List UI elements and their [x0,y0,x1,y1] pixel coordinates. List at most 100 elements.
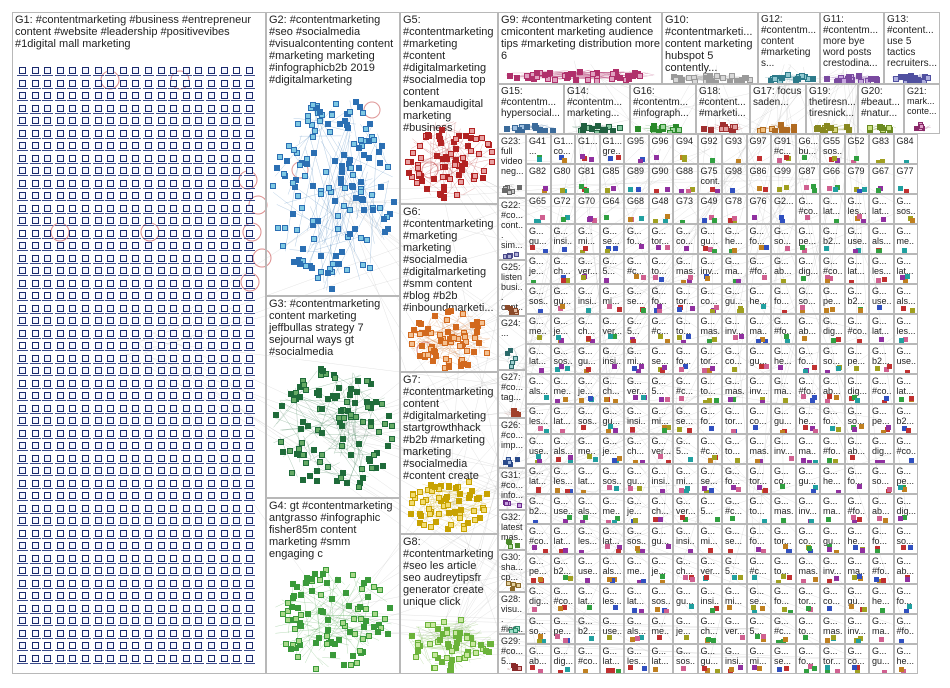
small-group-cell: G...insi... [624,404,649,434]
vertex-node [852,248,858,253]
vertex-node [802,635,808,641]
vertex-label-mark [42,150,54,151]
vertex-node [348,452,355,459]
vertex-label-mark [218,325,230,326]
vertex-node [298,204,305,211]
small-group-cell: G...fo... [673,344,698,374]
vertex-node [157,292,165,299]
vertex-label-mark [231,487,243,489]
vertex-node [208,67,215,74]
vertex-node [588,126,595,133]
vertex-node [831,155,837,161]
vertex-node [56,154,64,162]
vertex-node [31,267,39,274]
vertex-label-mark [92,375,104,376]
vertex-node [94,442,102,449]
vertex-node [772,76,779,83]
vertex-node [631,607,637,613]
vertex-node [195,629,203,637]
small-group-cell: G...#c... [771,614,796,644]
vertex-label-mark [218,437,230,439]
small-group-cell: G...mi... [624,344,649,374]
vertex-node [881,578,887,583]
vertex-node [731,366,737,372]
small-group-cell: G...ch... [697,614,722,644]
vertex-node [195,467,203,474]
small-group-label: G... [798,646,814,656]
vertex-node [752,664,758,670]
edge [461,618,463,657]
small-group-cell: G94 [673,134,698,164]
small-group-label: G... [798,586,814,596]
vertex-node [31,542,39,549]
vertex-node [701,126,708,133]
vertex-node [44,104,52,112]
small-group-keyword: tor... [798,596,817,606]
small-group-label: G... [823,256,838,266]
edge [463,502,477,524]
edge [285,409,363,438]
vertex-label-mark [67,337,79,339]
vertex-label-mark [17,87,28,89]
vertex-node [220,117,228,124]
vertex-label-mark [155,587,167,589]
small-group-cell: G...use... [599,614,624,644]
vertex-node [44,142,52,149]
small-group-label: G... [798,466,814,476]
vertex-label-mark [155,187,167,189]
edge [300,621,327,643]
vertex-node [157,429,165,437]
vertex-node [319,406,326,413]
edge [327,447,346,450]
vertex-node [363,236,370,243]
small-group-label: G78 [725,196,743,206]
vertex-node [31,567,39,574]
small-group-label: G... [553,286,569,296]
vertex-node [379,463,386,470]
edge [316,392,371,435]
vertex-node [604,397,610,403]
vertex-node [208,392,215,399]
vertex-node [157,217,165,224]
small-group-cell: G...#c... [648,314,673,344]
small-group-cell: G41... [526,134,551,164]
vertex-node [801,578,807,583]
vertex-node [408,340,415,347]
vertex-node [31,354,39,362]
vertex-node [94,504,102,512]
vertex-label-mark [17,250,28,251]
edge [440,137,465,194]
vertex-node [415,164,422,171]
vertex-node [408,632,415,639]
vertex-node [349,183,356,190]
vertex-label-mark [231,550,243,551]
vertex-label-mark [42,487,54,489]
small-group-cell: G...fo... [844,464,869,494]
small-group-cell: G...co... [697,284,722,314]
small-group-cell: G...sos... [673,644,698,674]
small-group-keyword: je... [578,386,593,396]
vertex-node [132,142,140,149]
vertex-node [132,617,140,624]
vertex-node [328,286,335,293]
vertex-node [94,104,102,112]
vertex-label-mark [218,625,230,626]
vertex-node [612,427,618,433]
small-group-cell: G76 [746,194,771,224]
vertex-label-mark [67,662,79,664]
edge [308,410,363,472]
vertex-label-mark [206,175,217,176]
vertex-node [641,275,647,281]
vertex-node [82,129,89,137]
small-group-cell: G...lat... [820,194,845,224]
small-group-keyword: 5... [700,506,714,516]
small-group-cell: G...fo... [624,224,649,254]
vertex-node [31,529,39,537]
vertex-label-mark [206,212,217,214]
small-group-label: G... [823,586,838,596]
vertex-node [220,642,228,649]
vertex-node [19,204,26,212]
vertex-node [601,127,608,133]
small-group-label: G... [847,436,863,446]
